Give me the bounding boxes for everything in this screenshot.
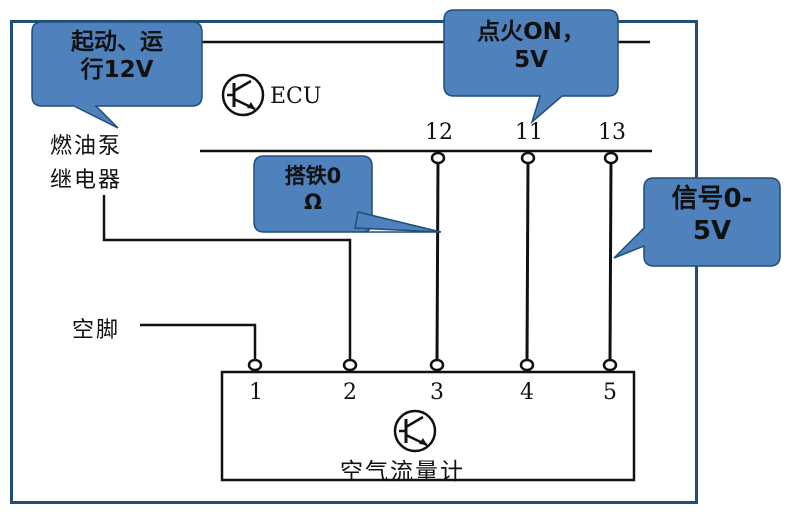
- wire-pin13-to-pin5: [608, 159, 613, 363]
- callout-signal-line2: 5V: [692, 215, 732, 246]
- airflow-meter-label: 空气流量计: [340, 459, 465, 485]
- meter-terminal-2: [342, 358, 358, 372]
- callout-ground-text: 搭铁0 Ω: [254, 164, 372, 215]
- callout-ground-pointer: [354, 211, 442, 233]
- fuel-pump-relay-label-line1: 燃油泵: [50, 134, 123, 159]
- callout-signal-line1: 信号0-: [671, 184, 753, 214]
- ecu-terminal-12: [430, 151, 446, 165]
- callout-ground-line2: Ω: [304, 189, 322, 214]
- ecu-pin-13: 13: [598, 120, 626, 145]
- ecu-terminal-13: [603, 151, 619, 165]
- callout-start-run-text: 起动、运 行12V: [32, 28, 202, 84]
- callout-ignition-line2: 5V: [514, 47, 548, 74]
- transistor-icon: [393, 409, 437, 453]
- callout-ground-bubble: [253, 155, 440, 233]
- meter-pin-3: 3: [430, 380, 444, 405]
- meter-terminal-3: [429, 358, 445, 372]
- callout-ignition-line1: 点火ON，: [477, 19, 585, 45]
- meter-pin-1: 1: [249, 380, 263, 405]
- meter-pin-2: 2: [343, 380, 357, 405]
- callout-start-run-line1: 起动、运: [71, 29, 163, 55]
- fuel-pump-relay-label-line2: 继电器: [50, 168, 123, 193]
- ecu-label: ECU: [270, 84, 322, 109]
- transistor-icon: [221, 73, 265, 117]
- callout-signal-text: 信号0- 5V: [644, 184, 780, 247]
- wire-empty-to-pin1: [140, 323, 257, 362]
- callout-ignition-bubble: [443, 9, 619, 125]
- callout-start-run-bubble: [31, 21, 203, 129]
- callout-start-run-line2: 行12V: [80, 57, 154, 84]
- ecu-terminal-11: [520, 151, 536, 165]
- airflow-meter-box: [220, 370, 636, 482]
- callout-signal-bubble: [613, 177, 781, 267]
- wire-pin11-to-pin4: [525, 159, 530, 363]
- empty-pin-label: 空脚: [72, 318, 121, 343]
- wire-pin12-to-pin3: [435, 159, 440, 363]
- meter-terminal-5: [602, 358, 618, 372]
- wire-relay-to-pin2: [102, 195, 352, 362]
- meter-terminal-4: [519, 358, 535, 372]
- ecu-pin-12: 12: [425, 120, 453, 145]
- callout-ignition-text: 点火ON， 5V: [444, 18, 618, 74]
- meter-pin-4: 4: [520, 380, 534, 405]
- callout-ground-line1: 搭铁0: [284, 164, 342, 188]
- meter-terminal-1: [247, 358, 263, 372]
- ecu-pin-11: 11: [515, 120, 543, 145]
- meter-pin-5: 5: [603, 380, 617, 405]
